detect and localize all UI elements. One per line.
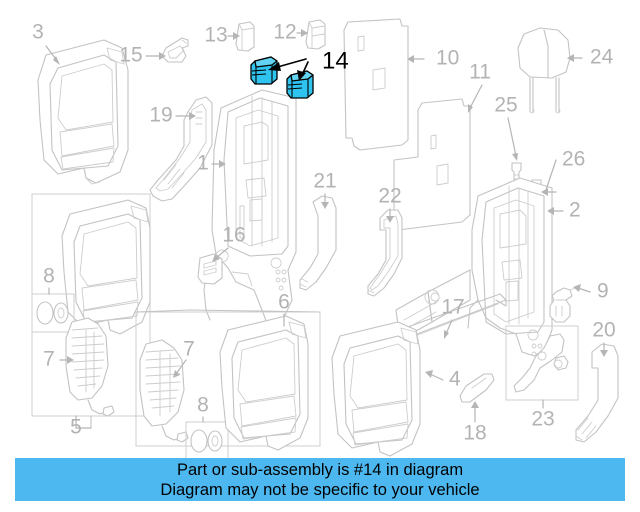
callout-11: 11 xyxy=(469,61,491,84)
part-9-seat-hook xyxy=(549,286,579,323)
part-2-seat-back-frame-right xyxy=(395,177,553,357)
part-13-trim-cap xyxy=(235,21,255,52)
callout-26: 26 xyxy=(562,148,585,171)
part-18-release-lever xyxy=(459,373,495,403)
callout-18: 18 xyxy=(463,422,486,445)
callout-24: 24 xyxy=(590,46,614,69)
part-8-bushing-set xyxy=(31,293,75,333)
part-8b-bushing-set xyxy=(185,421,229,461)
part-4-seat-cushion xyxy=(331,321,421,457)
callout-3: 3 xyxy=(32,21,44,44)
callout-4: 4 xyxy=(449,368,461,391)
callout-20: 20 xyxy=(592,319,615,342)
part-24-headrest xyxy=(517,27,571,114)
part-6-assembly-box xyxy=(135,309,321,461)
callout-8b: 8 xyxy=(197,394,209,417)
part-14-piece-left xyxy=(250,56,278,85)
callout-17: 17 xyxy=(441,296,464,319)
caption-line-1: Part or sub-assembly is #14 in diagram xyxy=(176,460,464,479)
part-15-release-handle xyxy=(161,37,189,63)
part-14-highlighted-clip-pair xyxy=(250,56,314,99)
callout-2: 2 xyxy=(569,199,581,222)
callout-16: 16 xyxy=(222,224,245,247)
part-21-side-trim-cover xyxy=(299,195,337,291)
callout-6: 6 xyxy=(278,291,290,314)
part-11-seat-back-panel xyxy=(393,98,471,231)
part-20-side-trim-panel xyxy=(575,343,619,443)
callout-21: 21 xyxy=(313,170,336,193)
part-5-assembly-box xyxy=(31,193,151,429)
part-12-trim-cap xyxy=(305,19,326,50)
part-19-side-bracket xyxy=(149,96,213,202)
part-22-side-bracket xyxy=(367,209,403,297)
callout-9: 9 xyxy=(597,280,609,303)
part-7b-seat-back-trim-panel xyxy=(139,339,189,443)
part-3-seat-back-cushion xyxy=(37,39,129,185)
callout-12: 12 xyxy=(273,21,296,44)
callout-7: 7 xyxy=(43,348,55,371)
callout-25: 25 xyxy=(494,94,517,117)
part-7-seat-back-trim-panel xyxy=(65,317,115,417)
callout-numbers: 3 15 13 12 14 10 24 11 19 25 26 1 21 22 … xyxy=(32,21,616,445)
caption-line-2: Diagram may not be specific to your vehi… xyxy=(160,480,480,499)
callout-10: 10 xyxy=(436,47,459,70)
callout-7b: 7 xyxy=(183,338,195,361)
callout-23: 23 xyxy=(531,408,554,431)
leader-lines xyxy=(45,29,608,429)
part-23-side-bracket xyxy=(505,325,579,401)
caption-banner: Part or sub-assembly is #14 in diagram D… xyxy=(15,458,625,501)
callout-1: 1 xyxy=(197,152,209,175)
callout-22: 22 xyxy=(378,185,401,208)
part-14-leader-lines xyxy=(268,58,309,81)
callout-15: 15 xyxy=(119,44,142,67)
callout-19: 19 xyxy=(149,104,172,127)
callout-13: 13 xyxy=(204,24,227,47)
callout-8: 8 xyxy=(43,265,55,288)
callout-14: 14 xyxy=(322,47,349,74)
part-10-seat-back-panel xyxy=(343,18,409,151)
callout-5: 5 xyxy=(70,416,82,439)
